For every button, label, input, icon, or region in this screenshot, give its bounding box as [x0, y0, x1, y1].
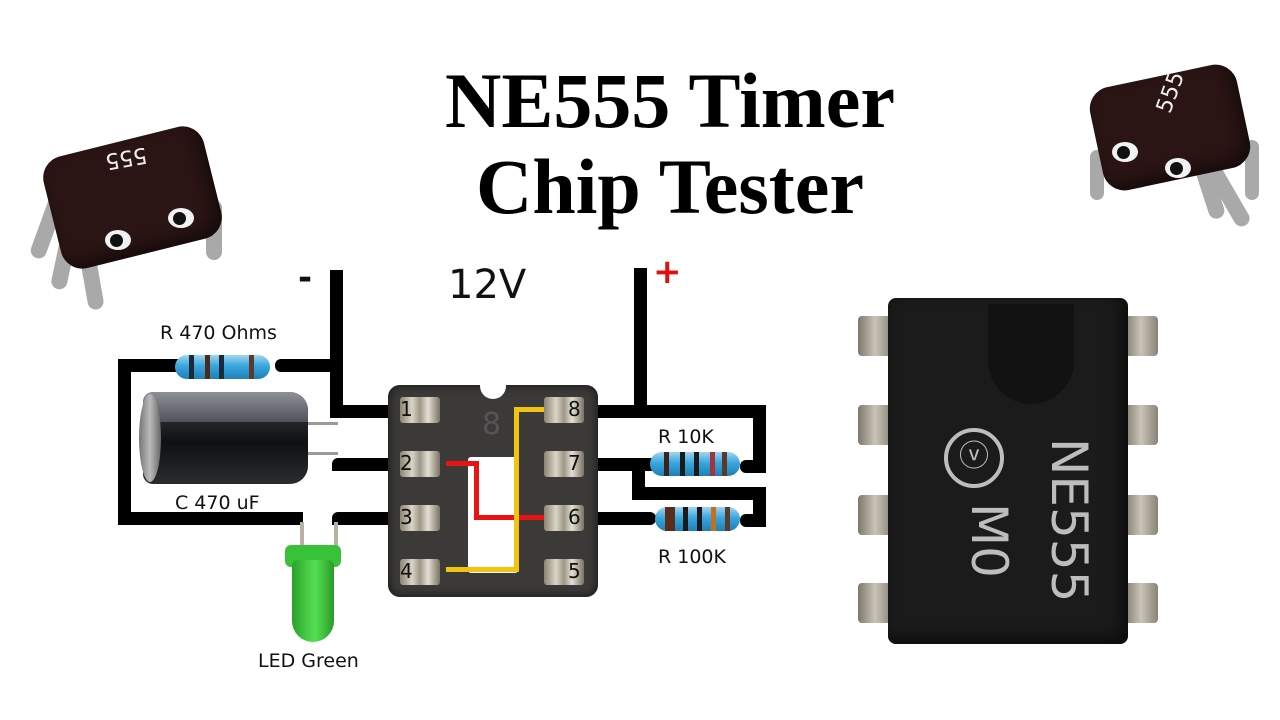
capacitor-label: C 470 uF: [175, 492, 260, 514]
eye-icon: [168, 208, 194, 228]
resistor-100k: [655, 507, 740, 531]
positive-terminal-label: +: [653, 252, 682, 292]
title-line-1: NE555 Timer: [445, 57, 895, 144]
resistor-470-label: R 470 Ohms: [160, 322, 277, 344]
eye-icon: [1165, 158, 1191, 178]
pin-1-label: 1: [400, 397, 413, 421]
capacitor-470uf: [139, 392, 308, 484]
pin-4-label: 4: [400, 559, 413, 583]
pin-6-label: 6: [568, 505, 581, 529]
pin-3-label: 3: [400, 505, 413, 529]
mascot-left: 555: [10, 100, 250, 311]
led-label: LED Green: [258, 650, 359, 672]
chip-part-marking: NE555: [1040, 438, 1098, 603]
resistor-100k-label: R 100K: [658, 546, 726, 568]
ic-socket: 8 1 2 3 4 8 7 6 5: [388, 381, 598, 597]
page-title: NE555 Timer Chip Tester: [370, 58, 970, 230]
resistor-470-ohms: [175, 355, 270, 379]
pin-8-label: 8: [568, 397, 581, 421]
pin-2-label: 2: [400, 451, 413, 475]
pin-5-label: 5: [568, 559, 581, 583]
resistor-10k: [650, 452, 740, 476]
resistor-10k-label: R 10K: [658, 426, 714, 448]
pin-7-label: 7: [568, 451, 581, 475]
title-line-2: Chip Tester: [476, 143, 864, 230]
supply-voltage-label: 12V: [448, 262, 527, 308]
eye-icon: [105, 230, 131, 250]
negative-terminal-label: -: [298, 258, 313, 298]
mascot-right: 555: [1070, 50, 1270, 240]
chip-code-marking: M0: [960, 503, 1018, 578]
pin1-notch: [988, 304, 1074, 404]
manufacturer-logo-icon: ⓥ: [944, 428, 1004, 488]
eye-icon: [1112, 142, 1138, 162]
